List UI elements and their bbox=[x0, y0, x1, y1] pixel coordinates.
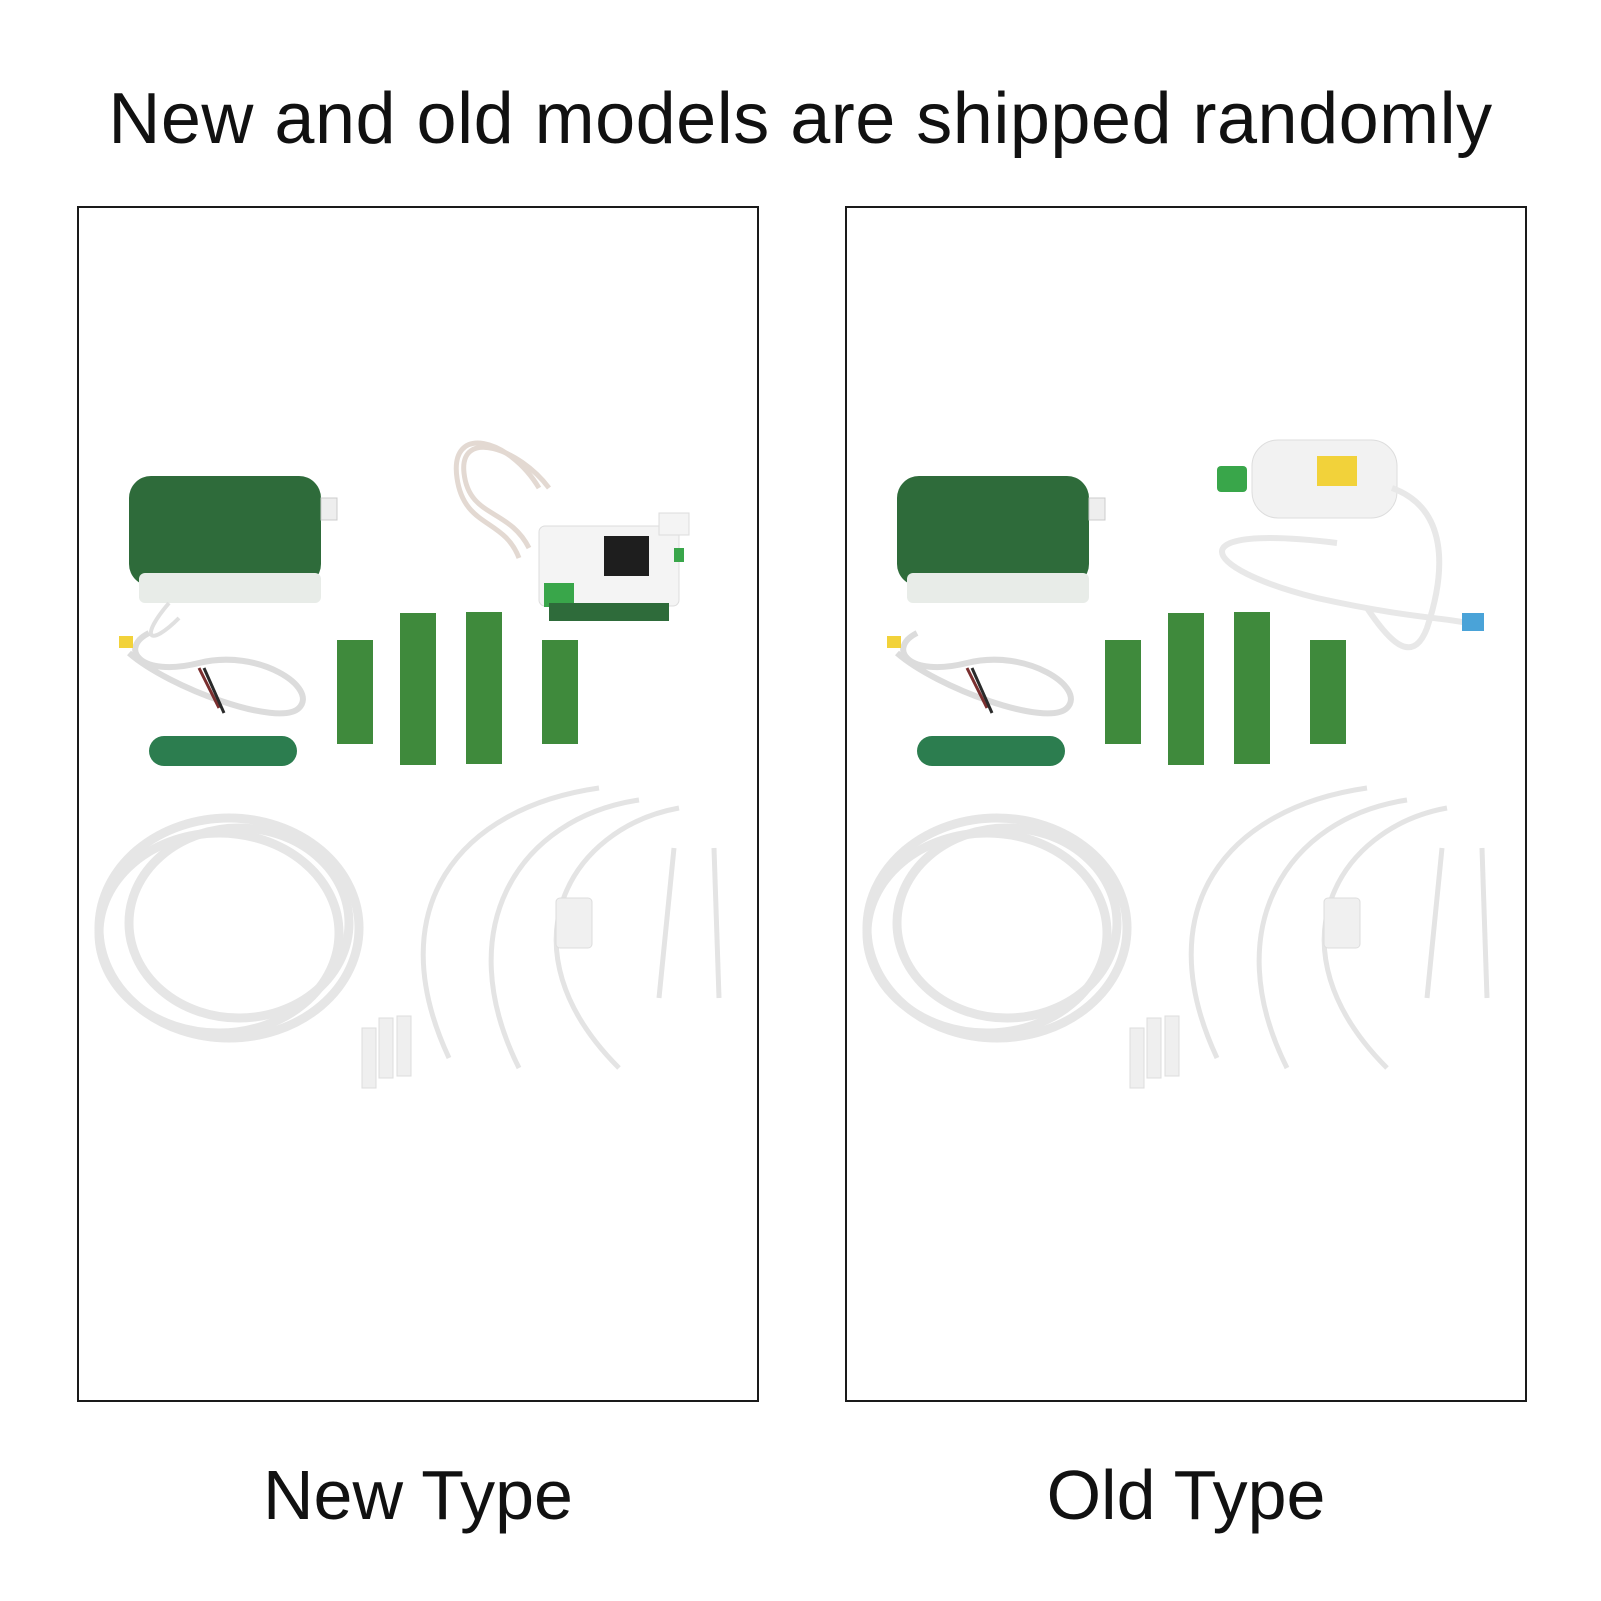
clear-tubing-coil bbox=[862, 813, 1132, 1043]
old-type-caption: Old Type bbox=[1046, 1456, 1326, 1534]
new-type-caption: New Type bbox=[263, 1456, 573, 1534]
clear-tubing-coil bbox=[94, 813, 364, 1043]
pump-cable bbox=[119, 630, 306, 717]
pump-cable bbox=[887, 630, 1074, 717]
green-hose bbox=[149, 736, 297, 766]
float-sensor bbox=[453, 440, 690, 621]
pump-unit bbox=[129, 476, 338, 638]
velcro-strips bbox=[337, 612, 578, 765]
small-fittings bbox=[1129, 897, 1361, 1089]
page-headline: New and old models are shipped randomly bbox=[108, 79, 1493, 159]
old-type-panel bbox=[845, 206, 1527, 1402]
green-hose bbox=[917, 736, 1065, 766]
pump-unit bbox=[897, 476, 1106, 603]
float-sensor bbox=[1217, 439, 1484, 651]
small-fittings bbox=[361, 897, 593, 1089]
old-type-kit-illustration bbox=[862, 439, 1490, 1089]
new-type-kit-illustration bbox=[94, 440, 722, 1089]
velcro-strips bbox=[1105, 612, 1346, 765]
new-type-panel bbox=[77, 206, 759, 1402]
